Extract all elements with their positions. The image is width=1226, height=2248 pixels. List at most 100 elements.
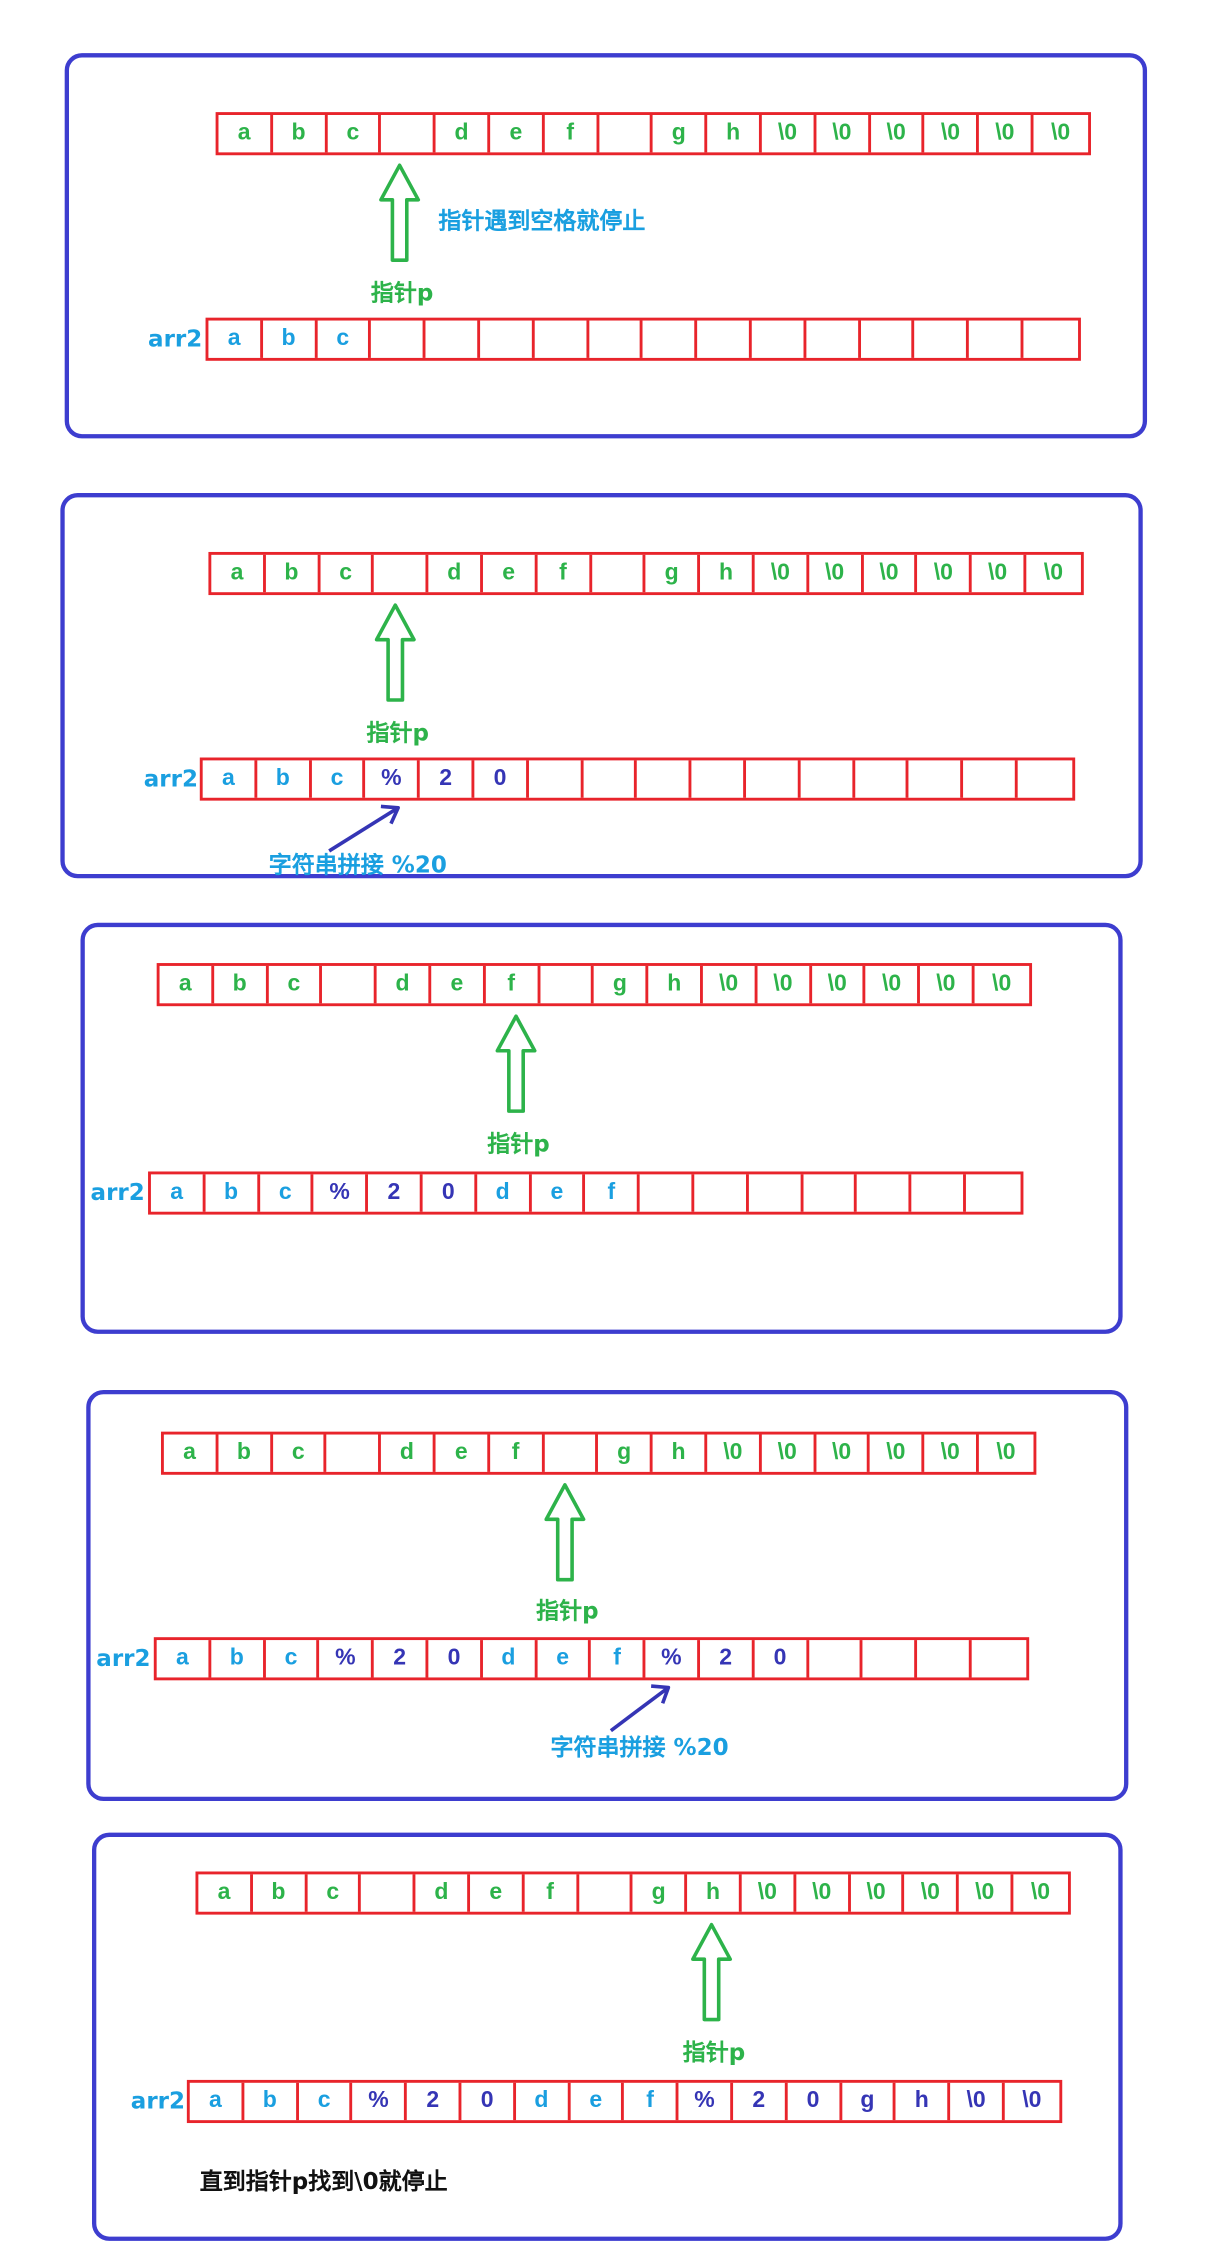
end-note: 直到指针p找到\0就停止 bbox=[199, 2167, 448, 2195]
array-cell bbox=[540, 965, 595, 1004]
arr2-cell: 0 bbox=[461, 2082, 516, 2121]
array-cell: g bbox=[598, 1434, 653, 1472]
arr2-cell: 2 bbox=[733, 2082, 788, 2121]
array-cell: h bbox=[687, 1874, 742, 1912]
array-cell bbox=[374, 554, 429, 593]
array-cell: f bbox=[490, 1434, 545, 1472]
arr2-cell bbox=[860, 320, 915, 358]
array-cell: c bbox=[320, 554, 375, 593]
arr2-cell: h bbox=[896, 2082, 951, 2121]
array-cell: g bbox=[594, 965, 649, 1004]
arr2-cell: b bbox=[257, 760, 312, 798]
array-cell: b bbox=[214, 965, 269, 1004]
arr2-cell: % bbox=[320, 1640, 374, 1678]
array-cell: \0 bbox=[920, 965, 975, 1004]
arr2-cell: f bbox=[586, 1174, 640, 1212]
array-cell bbox=[544, 1434, 599, 1472]
arr2-cell: e bbox=[531, 1174, 586, 1212]
arr2-cell: d bbox=[483, 1640, 537, 1678]
array-cell bbox=[599, 114, 654, 153]
arr2-cell: b bbox=[263, 320, 318, 358]
array-cell bbox=[323, 965, 377, 1004]
array-cell: b bbox=[273, 114, 328, 153]
arr2-cell: 2 bbox=[368, 1174, 423, 1212]
arr2-cell: e bbox=[537, 1640, 592, 1678]
arr2-cell bbox=[637, 760, 692, 798]
array-cell: \0 bbox=[761, 1434, 816, 1472]
arr2-cell: 2 bbox=[700, 1640, 755, 1678]
arr2-cell bbox=[803, 1174, 858, 1212]
array-cell: e bbox=[490, 114, 545, 153]
arr2-label: arr2 bbox=[148, 324, 203, 353]
arr2-cell bbox=[752, 320, 807, 358]
arr2-cell bbox=[1023, 321, 1077, 358]
array-cell: \0 bbox=[979, 114, 1034, 153]
arr2-cell: b bbox=[244, 2082, 299, 2121]
arr2-cell: 0 bbox=[474, 760, 529, 798]
array-cell: d bbox=[436, 114, 491, 153]
up-arrow-icon bbox=[374, 603, 416, 702]
arr2-cell bbox=[909, 760, 964, 798]
arr2-cell: % bbox=[314, 1174, 369, 1212]
array-cell: \0 bbox=[757, 965, 812, 1004]
arr2-cell: \0 bbox=[950, 2082, 1005, 2121]
up-arrow-icon bbox=[691, 1922, 732, 2022]
arr2-label: arr2 bbox=[130, 2087, 186, 2115]
arr2-cell: % bbox=[353, 2082, 408, 2121]
array-cell: a bbox=[198, 1874, 253, 1912]
array-cell bbox=[361, 1874, 416, 1912]
array-cell: g bbox=[646, 554, 701, 593]
arr2-cell bbox=[963, 760, 1018, 798]
pointer-label: 指针p bbox=[370, 278, 434, 307]
arr2-cell: % bbox=[679, 2082, 734, 2121]
arr2-cell bbox=[917, 1640, 972, 1678]
array-cell: \0 bbox=[996, 1440, 1016, 1465]
array-cell: a bbox=[211, 554, 266, 593]
array-cell: \0 bbox=[925, 114, 980, 153]
arr2-cell bbox=[969, 320, 1024, 358]
array-cell: \0 bbox=[870, 1434, 925, 1472]
array-cell: \0 bbox=[863, 554, 918, 593]
array-cell: h bbox=[649, 965, 703, 1004]
array-cell: h bbox=[653, 1434, 708, 1472]
array-cell: c bbox=[273, 1434, 327, 1472]
arr2-cell bbox=[534, 320, 589, 358]
array-cell: \0 bbox=[959, 1874, 1014, 1912]
array-cell bbox=[381, 114, 436, 153]
array-cell: \0 bbox=[816, 114, 871, 153]
array-cell: c bbox=[307, 1874, 362, 1912]
array-cell: \0 bbox=[703, 965, 758, 1004]
array-cell: g bbox=[653, 114, 708, 153]
arr2-cell bbox=[746, 760, 801, 798]
arr2-cell bbox=[371, 320, 426, 358]
arr2-cell: a bbox=[190, 2082, 245, 2121]
concat-note: 字符串拼接 %20 bbox=[550, 1733, 729, 1761]
arr2-cell bbox=[643, 320, 698, 358]
array-cell: \0 bbox=[742, 1874, 796, 1912]
array-cell: e bbox=[483, 554, 538, 593]
array-cell: \0 bbox=[905, 1874, 959, 1912]
array-cell: d bbox=[416, 1874, 471, 1912]
arr2-cell: \0 bbox=[1022, 2088, 1042, 2113]
array-cell: b bbox=[218, 1434, 273, 1472]
array-cell: \0 bbox=[850, 1874, 905, 1912]
array-cell: \0 bbox=[992, 971, 1012, 997]
pointer-label: 指针p bbox=[487, 1129, 550, 1158]
arr2-cell: b bbox=[205, 1174, 260, 1212]
array-cell: g bbox=[633, 1874, 688, 1912]
arr2-cell: d bbox=[516, 2082, 571, 2121]
array-cell: c bbox=[327, 114, 382, 153]
arr2-cell: d bbox=[477, 1174, 532, 1212]
array-cell: \0 bbox=[972, 554, 1027, 593]
arr2-cell: 0 bbox=[787, 2082, 842, 2121]
pointer-label: 指针p bbox=[682, 2038, 746, 2066]
array-cell: f bbox=[524, 1874, 579, 1912]
arr2-cell: 0 bbox=[423, 1174, 477, 1212]
diagonal-arrow-icon bbox=[609, 1684, 671, 1733]
array-cell: \0 bbox=[924, 1434, 979, 1472]
